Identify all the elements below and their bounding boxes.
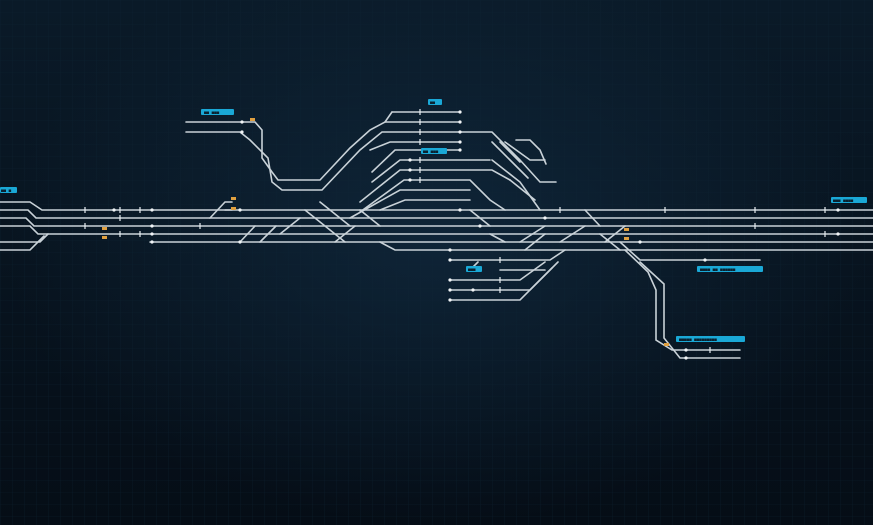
south-yard-tracks: [449, 249, 566, 301]
signal-markers: [102, 118, 669, 346]
signal-icon: [624, 237, 629, 240]
track-joints: [84, 109, 826, 353]
station-label-west-edge: ■■ ■: [0, 187, 17, 193]
station-label-text: ■■■ ■■■■: [833, 198, 854, 203]
signal-icon: [231, 207, 236, 210]
station-label-south-yard: ■■■: [466, 266, 482, 272]
track-dots: [112, 110, 840, 360]
signal-icon: [102, 227, 107, 230]
station-label-text: ■■ ■: [1, 188, 12, 193]
signal-icon: [231, 197, 236, 200]
main-line-tracks: [0, 201, 873, 251]
station-label-text: ■■: [430, 100, 436, 105]
north-branch-tracks: [185, 111, 557, 219]
station-label-north-siding: ■■ ■■■: [201, 109, 234, 115]
southeast-branch-tracks: [619, 241, 761, 359]
signal-icon: [102, 236, 107, 239]
station-label-text: ■■■: [468, 267, 476, 272]
station-label-north-mid: ■■ ■■■: [421, 148, 447, 154]
signal-icon: [664, 343, 669, 346]
station-label-east-edge: ■■■ ■■■■: [831, 197, 867, 203]
station-label-text: ■■ ■■■: [204, 110, 220, 115]
station-label-north-top: ■■: [428, 99, 442, 105]
station-label-text: ■■ ■■■: [423, 149, 439, 154]
station-label-text: ■■■■■ ■■■■■■■■■: [679, 337, 717, 342]
signal-icon: [624, 228, 629, 231]
station-label-south-spur: ■■■■■ ■■■■■■■■■: [676, 336, 745, 342]
station-label-southeast-branch: ■■■■ ■■ ■■■■■■: [697, 266, 763, 272]
signal-icon: [250, 118, 255, 121]
station-label-text: ■■■■ ■■ ■■■■■■: [700, 267, 736, 272]
